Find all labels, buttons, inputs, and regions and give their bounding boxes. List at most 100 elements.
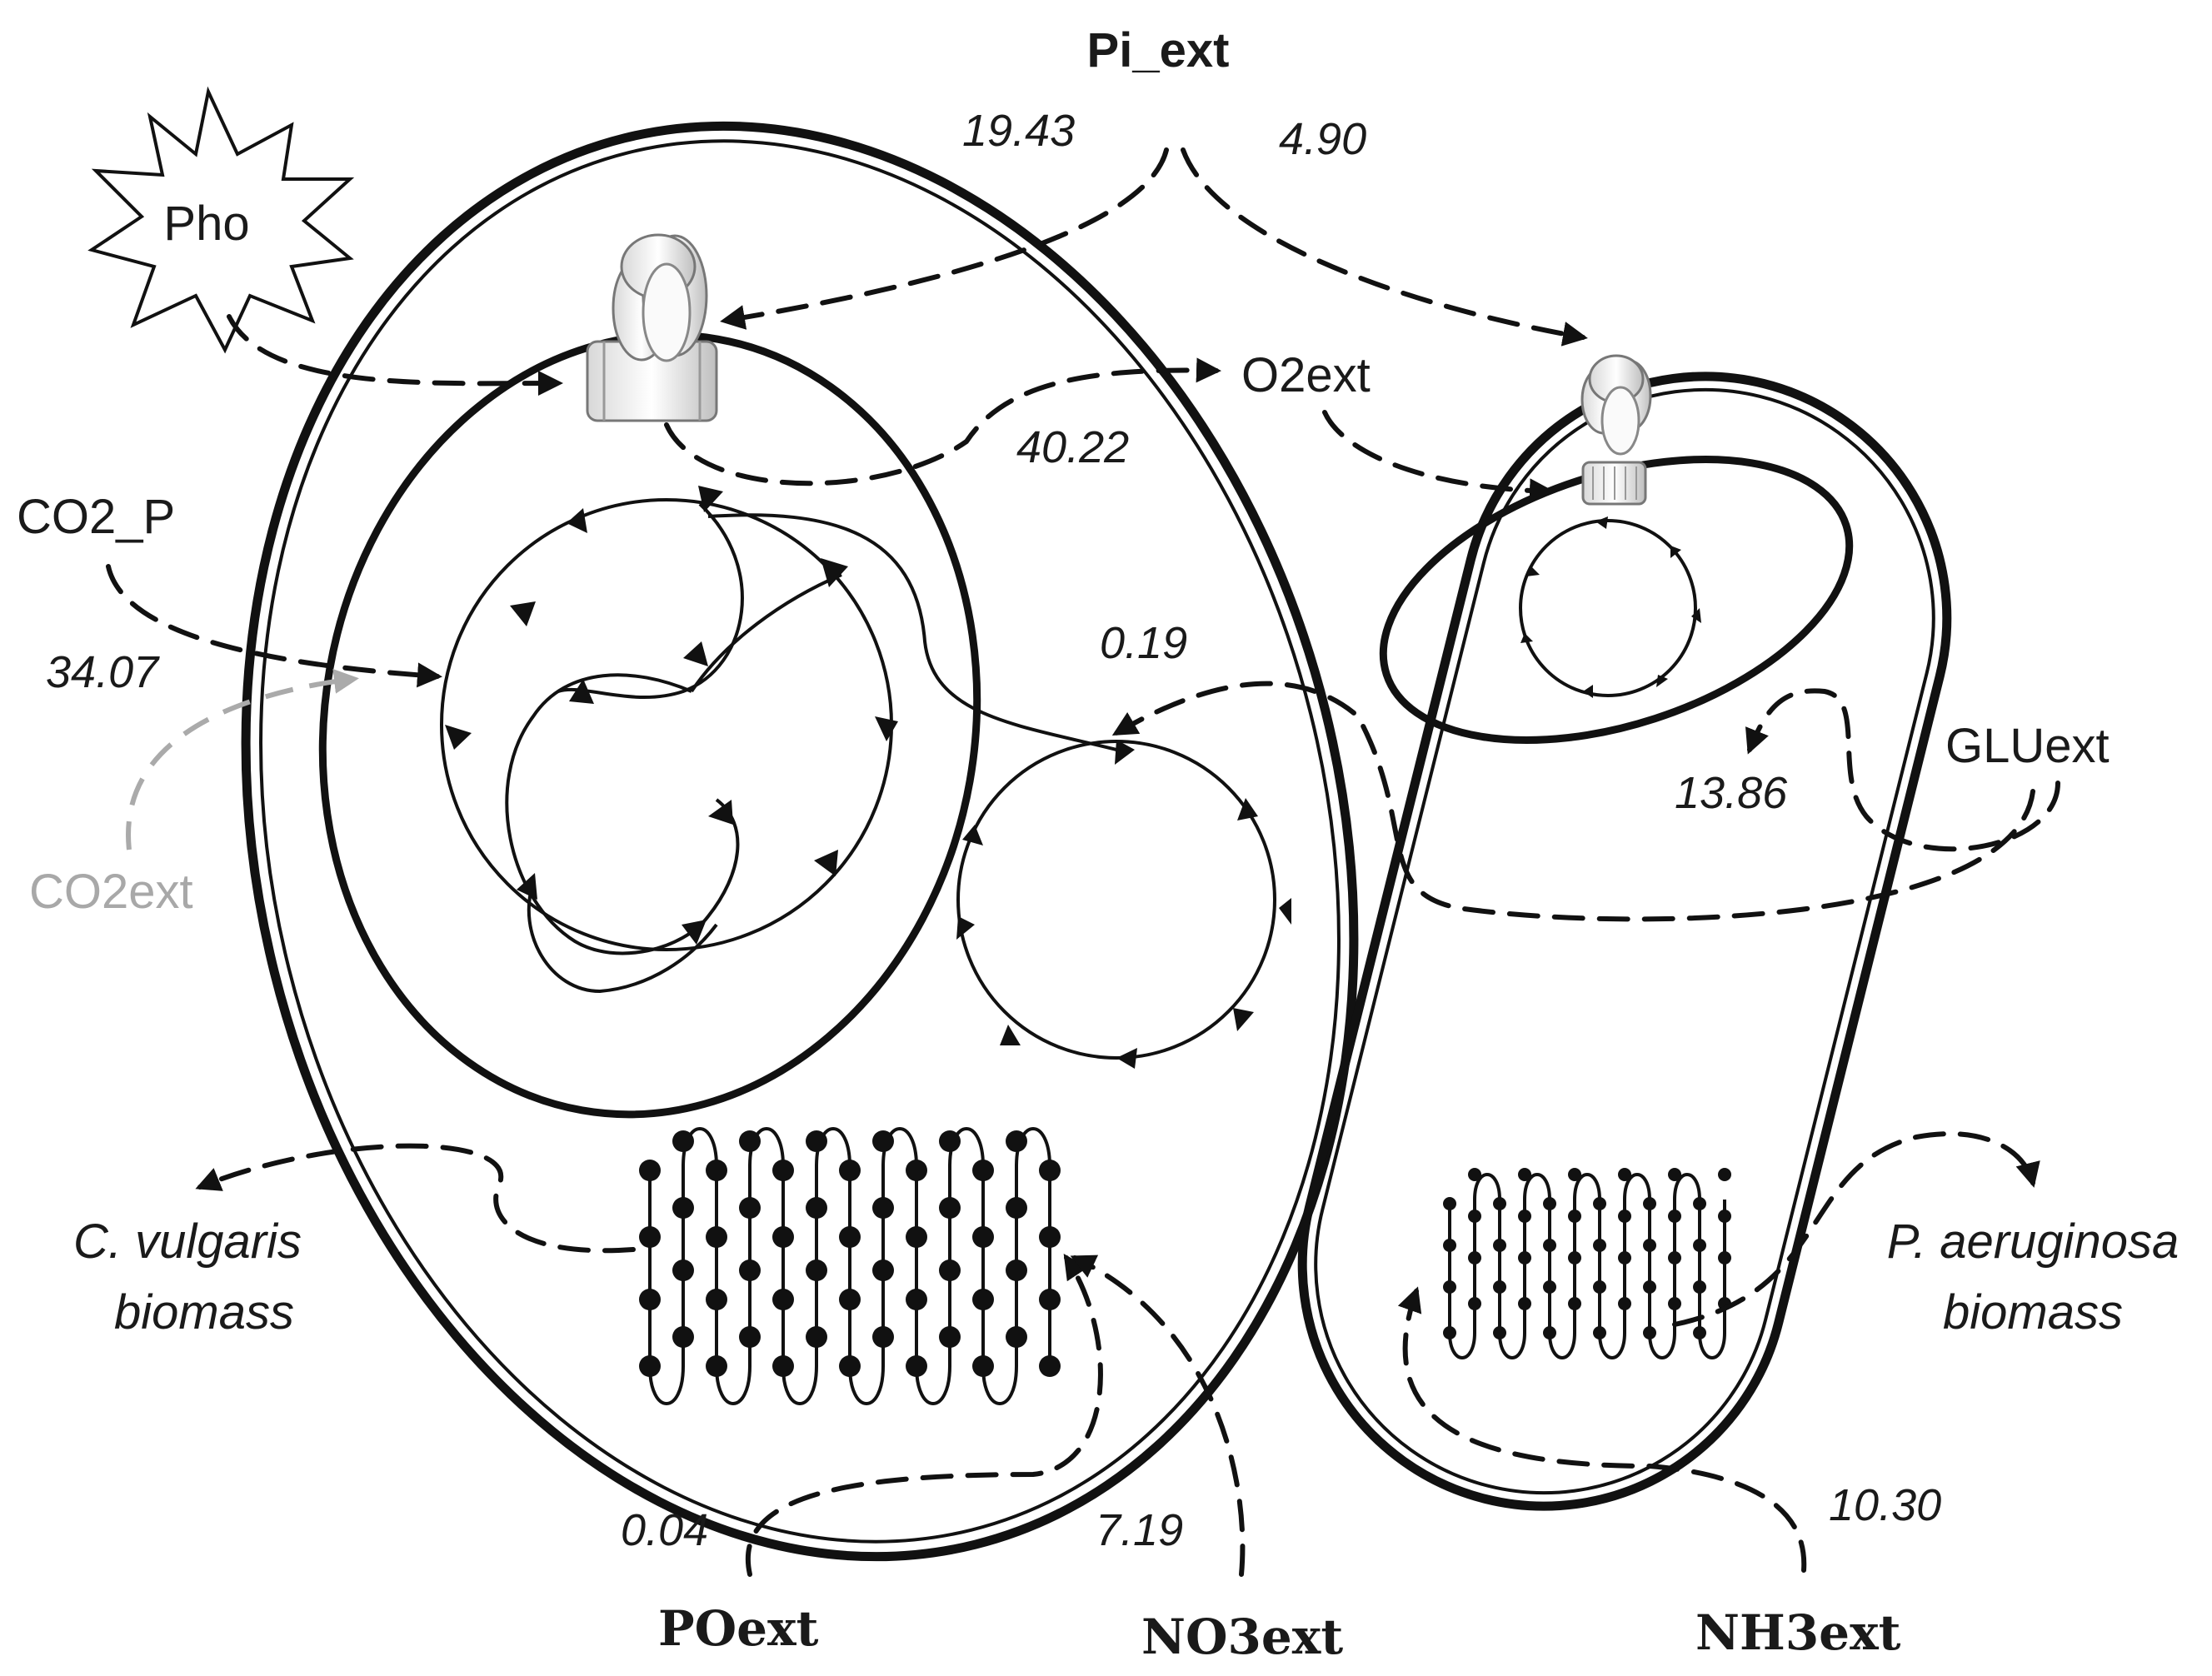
chloroplast-metabolic-network (440, 486, 1117, 994)
polymer-dot (1468, 1297, 1481, 1310)
polymer-dot (806, 1197, 827, 1219)
flux-arrows (106, 147, 2060, 1577)
polymer-dot (1643, 1197, 1656, 1210)
algae-cell (241, 121, 1359, 1562)
bacteria-cell-wall-outer (1297, 372, 1952, 1511)
polymer-dot (706, 1289, 727, 1310)
polymer-dot (639, 1226, 661, 1248)
label-p-aeruginosa: P. aeruginosa (1887, 1215, 2179, 1269)
polymer-dot (1693, 1197, 1706, 1210)
arrow-o2-to-bacteria (1322, 410, 1555, 504)
polymer-dot (1468, 1251, 1481, 1264)
label-c-vulgaris: C. vulgaris (73, 1215, 302, 1269)
arrow-pi-to-bacteria (1181, 147, 1588, 347)
label-poext: POext (658, 1600, 819, 1657)
label-pho: Pho (163, 197, 249, 251)
polymer-dot (672, 1197, 694, 1219)
polymer-dot (1568, 1251, 1581, 1264)
polymer-dot (972, 1355, 994, 1377)
label-nh3ext: NH3ext (1695, 1604, 1901, 1661)
polymer-dot (1543, 1197, 1556, 1210)
arrow-algae-to-biomass (195, 1143, 636, 1254)
flux-poext: 0.04 (621, 1505, 708, 1555)
polymer-dot (672, 1259, 694, 1281)
polymer-dot (1593, 1197, 1606, 1210)
atp-synthase-bacteria-icon (1580, 354, 1652, 506)
polymer-dot (1718, 1168, 1731, 1181)
polymer-dot (1006, 1130, 1027, 1152)
polymer-dot (839, 1160, 861, 1181)
bacteria-biomass-polymer (1443, 1168, 1731, 1359)
label-pi-ext: Pi_ext (1087, 23, 1230, 77)
arrow-co2ext-to-algae (126, 668, 359, 850)
polymer-dot (806, 1259, 827, 1281)
polymer-dot (1543, 1239, 1556, 1252)
flux-o2: 40.22 (1016, 422, 1129, 472)
chloroplast (318, 331, 981, 1119)
cytosol-metabolic-cycle (956, 740, 1291, 1069)
polymer-dot (1668, 1210, 1681, 1223)
polymer-dot (872, 1259, 894, 1281)
polymer-dot (906, 1355, 927, 1377)
polymer-dot (806, 1326, 827, 1348)
label-co2-p: CO2_P (17, 490, 175, 544)
polymer-dot (972, 1160, 994, 1181)
polymer-dot (706, 1226, 727, 1248)
arrow-co2p-to-algae (106, 564, 442, 688)
label-no3ext: NO3ext (1141, 1609, 1343, 1665)
flux-pi-to-bacteria: 4.90 (1279, 114, 1366, 164)
photon-burst-icon (87, 86, 355, 354)
flux-co2-p: 34.07 (46, 647, 160, 697)
label-p-aeruginosa-biomass: biomass (1943, 1285, 2123, 1339)
polymer-dot (1518, 1251, 1531, 1264)
polymer-dot (1643, 1326, 1656, 1339)
polymer-dot (1518, 1297, 1531, 1310)
polymer-dot (1468, 1168, 1481, 1181)
flux-nh3ext: 10.30 (1829, 1480, 1941, 1530)
label-co2ext: CO2ext (29, 865, 193, 919)
polymer-dot (739, 1326, 761, 1348)
polymer-dot (872, 1326, 894, 1348)
polymer-dot (1039, 1355, 1061, 1377)
label-c-vulgaris-biomass: biomass (114, 1285, 294, 1339)
polymer-dot (1518, 1168, 1531, 1181)
polymer-dot (1668, 1251, 1681, 1264)
arrow-bacteria-to-biomass (1672, 1131, 2040, 1327)
polymer-dot (839, 1355, 861, 1377)
polymer-dot (1493, 1326, 1506, 1339)
polymer-dot (906, 1160, 927, 1181)
polymer-dot (739, 1197, 761, 1219)
arrow-photon-to-algae (227, 314, 563, 397)
polymer-dot (1618, 1251, 1631, 1264)
polymer-dot (639, 1289, 661, 1310)
polymer-dot (1443, 1239, 1456, 1252)
polymer-dot (1493, 1239, 1506, 1252)
polymer-dot (972, 1226, 994, 1248)
algae-biomass-polymer (639, 1127, 1061, 1405)
flux-glu-to-bacteria: 13.86 (1675, 768, 1788, 818)
label-o2ext: O2ext (1241, 348, 1371, 402)
polymer-dot (1543, 1326, 1556, 1339)
polymer-dot (906, 1226, 927, 1248)
arrow-nh3-to-bacteria (1397, 1286, 1807, 1573)
polymer-dot (1643, 1280, 1656, 1294)
arrow-no3-to-algae (1070, 1255, 1246, 1577)
polymer-dot (872, 1130, 894, 1152)
polymer-dot (1006, 1197, 1027, 1219)
flux-no3ext: 7.19 (1096, 1505, 1183, 1555)
flux-glu-to-algae: 0.19 (1100, 618, 1187, 668)
polymer-dot (1568, 1168, 1581, 1181)
polymer-dot (739, 1130, 761, 1152)
bacteria-cell (1297, 372, 1952, 1511)
bacteria-metabolic-cycle (1519, 516, 1701, 698)
polymer-dot (839, 1226, 861, 1248)
arrow-algae-to-o2 (664, 357, 1221, 486)
polymer-dot (1568, 1210, 1581, 1223)
polymer-dot (1693, 1280, 1706, 1294)
polymer-dot (772, 1160, 794, 1181)
polymer-dot (839, 1289, 861, 1310)
polymer-dot (1718, 1251, 1731, 1264)
algae-cell-wall-inner (259, 139, 1341, 1544)
polymer-dot (772, 1226, 794, 1248)
